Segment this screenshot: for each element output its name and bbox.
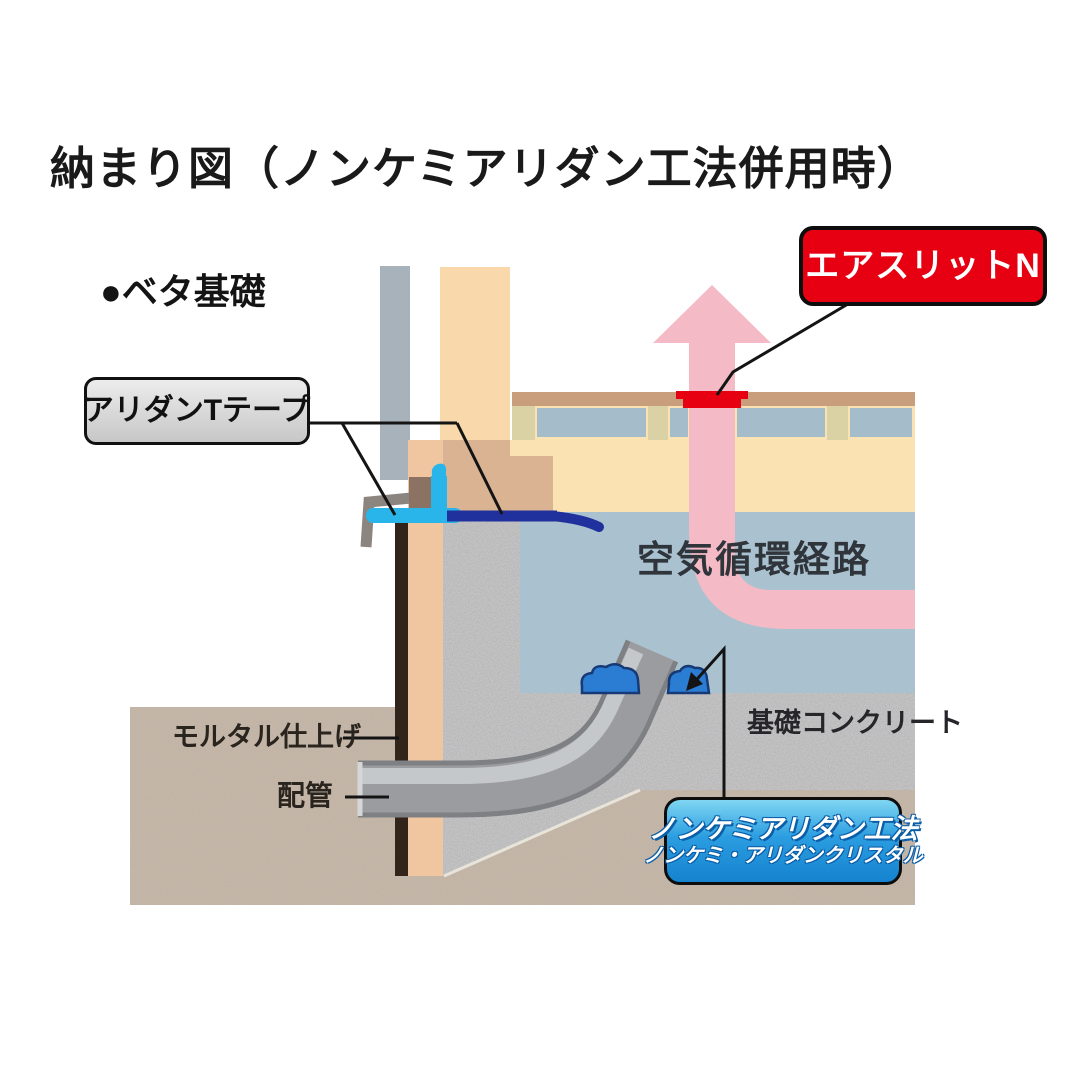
page-title: 納まり図（ノンケミアリダン工法併用時）	[50, 143, 923, 194]
mortar-finish-layer	[395, 517, 408, 876]
aridan-t-tape-cyan	[366, 463, 462, 523]
sill-edge-block	[409, 477, 431, 517]
aridan-t-tape-navy	[447, 510, 604, 532]
mortar-finish-label: モルタル仕上げ	[172, 722, 361, 752]
nonchemi-method-badge: ノンケミアリダン工法 ノンケミ・アリダンクリスタル	[643, 797, 923, 885]
aridan-tape-callout-text: アリダンTテープ	[83, 394, 311, 427]
wall-column	[440, 267, 510, 440]
callout-arrowhead	[686, 672, 703, 691]
nonchemi-crystal-text: ノンケミ・アリダンクリスタル	[643, 845, 923, 867]
aridan-tape-callout-box: アリダンTテープ	[84, 377, 310, 445]
callout-lines	[305, 299, 854, 799]
air-circulation-path-label: 空気循環経路	[637, 539, 871, 580]
nonchemi-method-text: ノンケミアリダン工法	[648, 814, 918, 844]
sill-beam	[438, 440, 553, 512]
air-slit-vent	[676, 391, 748, 408]
air-slit-badge-text: エアスリットN	[805, 247, 1041, 285]
water-drip-flashing	[360, 491, 423, 548]
sill-detail	[360, 463, 604, 548]
pipe	[357, 639, 679, 818]
piping-label: 配管	[277, 780, 334, 811]
siding-panel	[380, 266, 410, 480]
air-slit-badge: エアスリットN	[799, 226, 1047, 306]
sealant-blobs	[580, 663, 711, 695]
foundation-type-label: ●ベタ基礎	[100, 271, 266, 312]
foundation-concrete-label: 基礎コンクリート	[747, 708, 963, 738]
air-flow-arrow	[653, 285, 771, 395]
air-flow-duct	[689, 406, 915, 629]
